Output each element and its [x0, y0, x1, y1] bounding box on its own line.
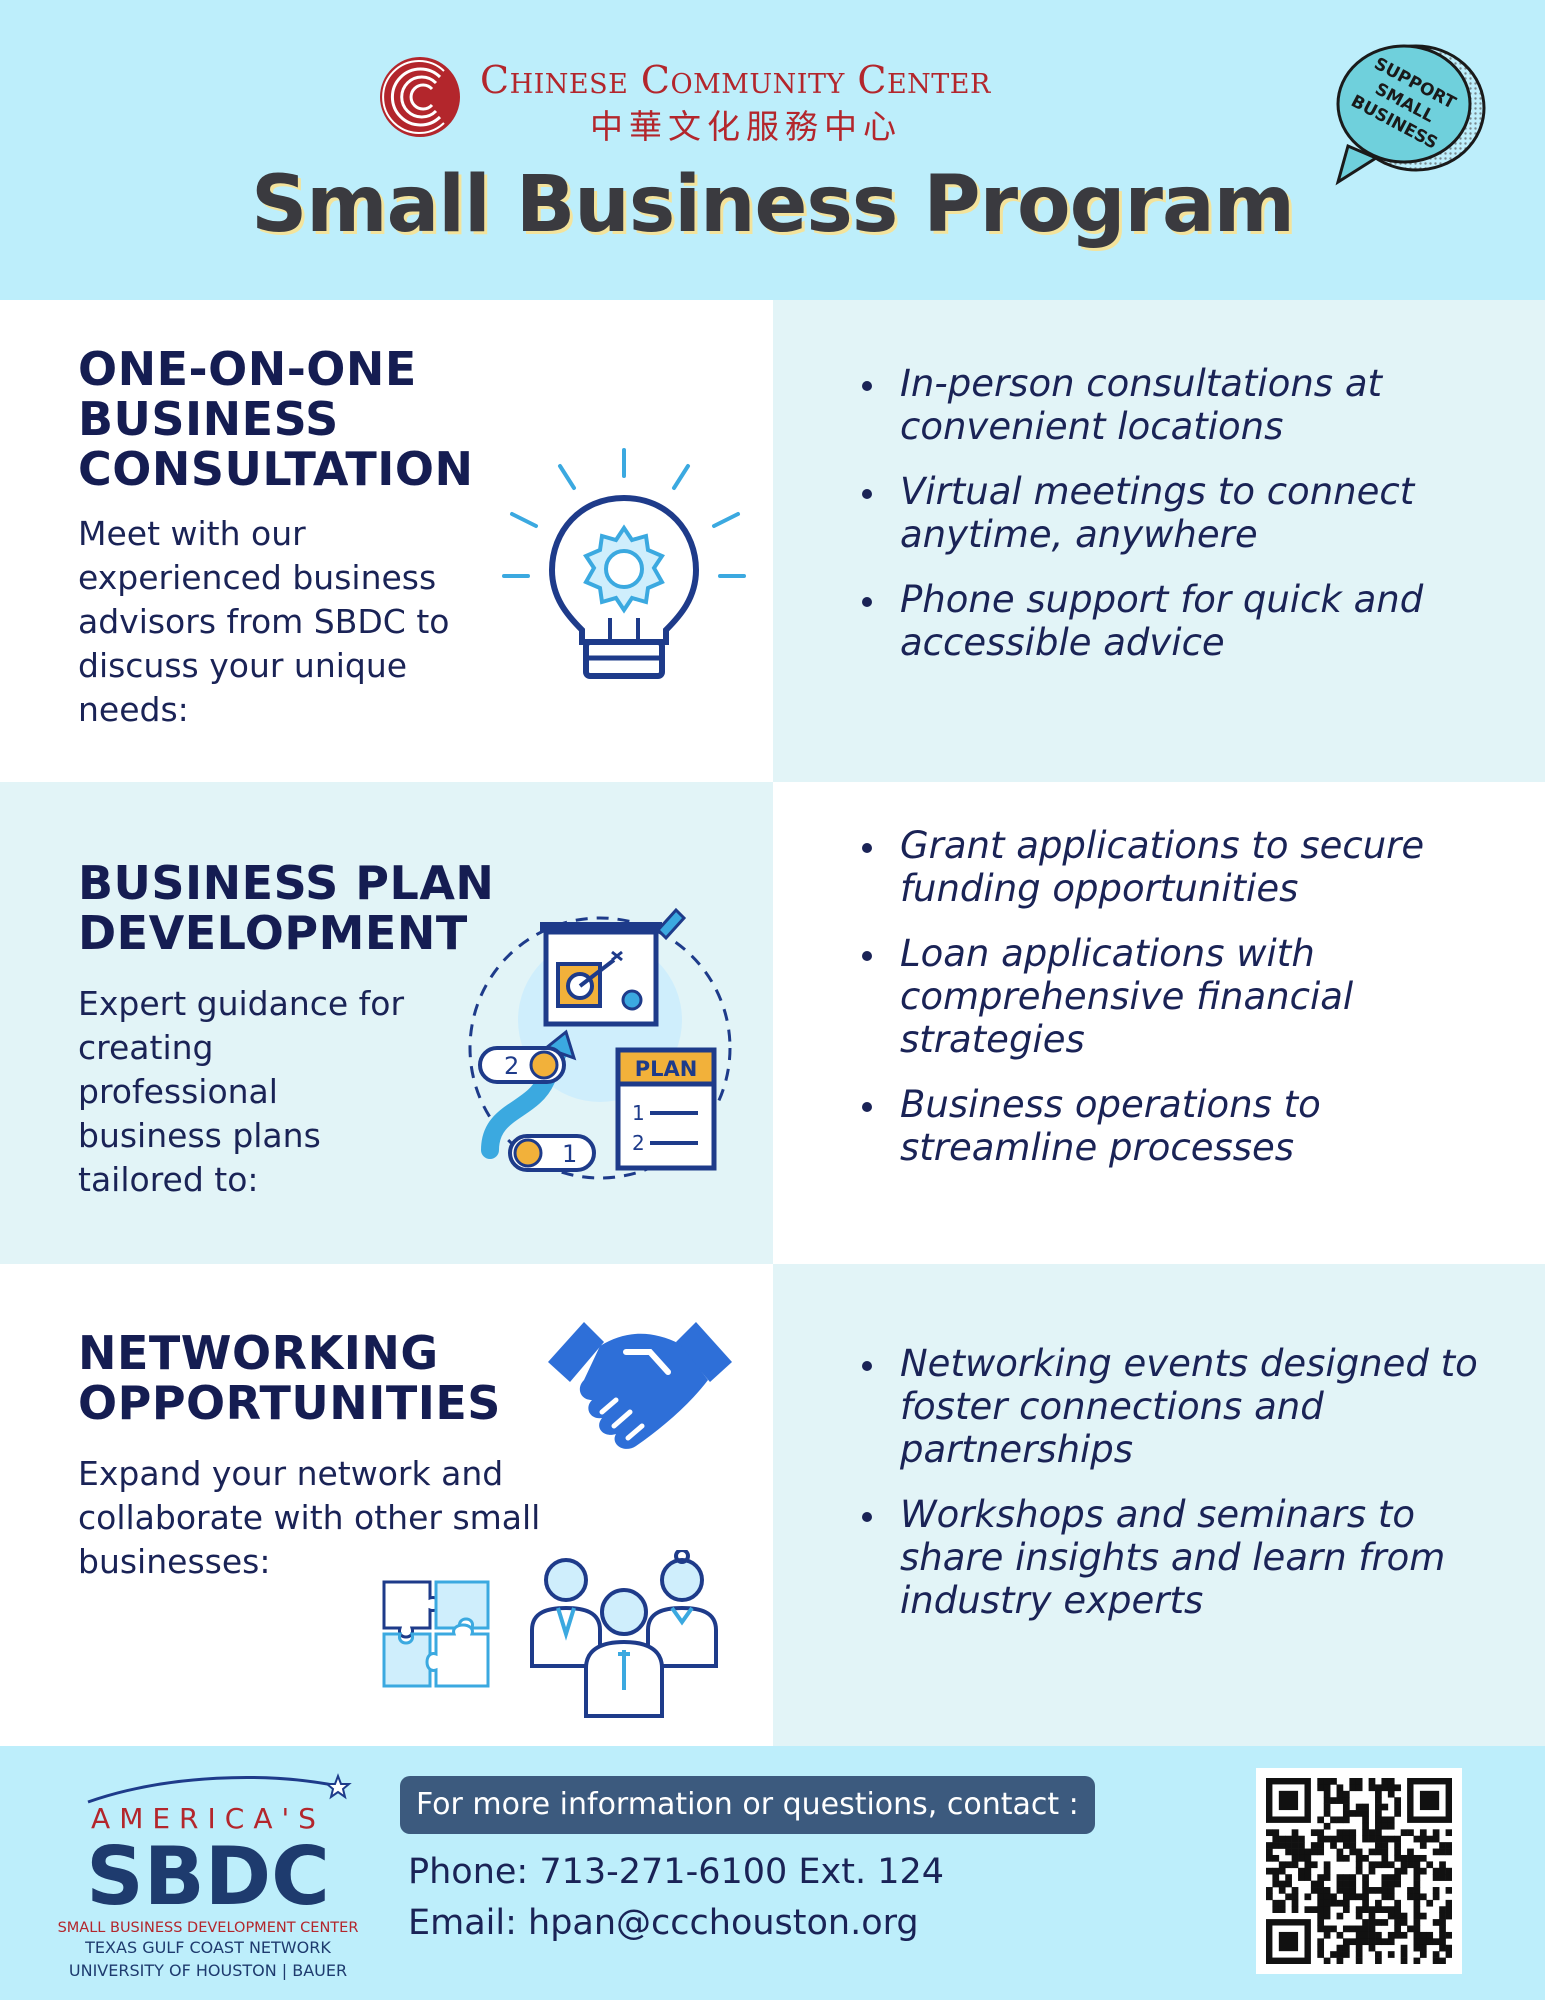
section-description: Expert guidance for creating professiona… [78, 984, 405, 1199]
sbdc-name: SBDC [86, 1830, 330, 1923]
list-item: Grant applications to secure funding opp… [858, 824, 1498, 910]
plan-label: PLAN [635, 1057, 698, 1081]
email-address[interactable]: Email: hpan@ccchouston.org [408, 1903, 919, 1943]
section-consultation: ONE-ON-ONE BUSINESS CONSULTATION Meet wi… [0, 300, 1545, 782]
business-plan-bullet-list: Grant applications to secure funding opp… [858, 824, 1498, 1191]
phone-number[interactable]: Phone: 713-271-6100 Ext. 124 [408, 1852, 945, 1892]
sbdc-americas: AMERICA'S [91, 1802, 325, 1835]
contact-banner: For more information or questions, conta… [400, 1776, 1095, 1834]
svg-text:1: 1 [632, 1101, 645, 1125]
list-item: In-person consultations at convenient lo… [858, 362, 1498, 448]
section-title: BUSINESS PLAN DEVELOPMENT [78, 856, 495, 960]
handshake-icon [548, 1322, 732, 1449]
org-name-chinese: 中華文化服務中心 [590, 107, 902, 146]
list-item: Workshops and seminars to share insights… [858, 1493, 1498, 1622]
ccc-logo-icon [380, 57, 460, 137]
section-description: Expand your network and collaborate with… [78, 1454, 541, 1581]
section-title: NETWORKING OPPORTUNITIES [78, 1326, 501, 1430]
team-people-icon [530, 1550, 718, 1718]
lightbulb-gear-icon [502, 448, 746, 679]
business-plan-icon: 2 1 PLAN 1 2 [468, 907, 732, 1180]
section-business-plan: BUSINESS PLAN DEVELOPMENT Expert guidanc… [0, 782, 1545, 1264]
step-label: 1 [562, 1140, 577, 1168]
qr-code-icon [1266, 1778, 1453, 1965]
list-item: Phone support for quick and accessible a… [858, 578, 1498, 664]
page-title: Small Business Program [251, 160, 1295, 250]
page-header: Chinese Community Center 中華文化服務中心 Small … [0, 0, 1545, 300]
svg-text:2: 2 [632, 1131, 645, 1155]
step-label: 2 [504, 1052, 519, 1080]
org-name: Chinese Community Center [480, 58, 991, 102]
sbdc-line-1: SMALL BUSINESS DEVELOPMENT CENTER [58, 1920, 359, 1936]
section-networking: NETWORKING OPPORTUNITIES Expand your net… [0, 1264, 1545, 1746]
qr-code[interactable] [1256, 1768, 1462, 1974]
section-description: Meet with our experienced business advis… [78, 514, 450, 729]
list-item: Virtual meetings to connect anytime, any… [858, 470, 1498, 556]
networking-bullet-list: Networking events designed to foster con… [858, 1342, 1498, 1644]
page-footer: AMERICA'S SBDC SMALL BUSINESS DEVELOPMEN… [0, 1746, 1545, 2000]
list-item: Loan applications with comprehensive fin… [858, 932, 1498, 1061]
puzzle-icon [382, 1580, 490, 1688]
sbdc-line-2: TEXAS GULF COAST NETWORK [84, 1938, 331, 1957]
sbdc-line-3: UNIVERSITY OF HOUSTON | BAUER [69, 1961, 347, 1980]
list-item: Networking events designed to foster con… [858, 1342, 1498, 1471]
consultation-bullet-list: In-person consultations at convenient lo… [858, 362, 1498, 686]
sbdc-logo: AMERICA'S SBDC SMALL BUSINESS DEVELOPMEN… [58, 1773, 359, 1980]
support-small-business-badge: SUPPORT SMALL BUSINESS [1335, 44, 1486, 186]
section-title: ONE-ON-ONE BUSINESS CONSULTATION [78, 342, 474, 496]
list-item: Business operations to streamline proces… [858, 1083, 1498, 1169]
